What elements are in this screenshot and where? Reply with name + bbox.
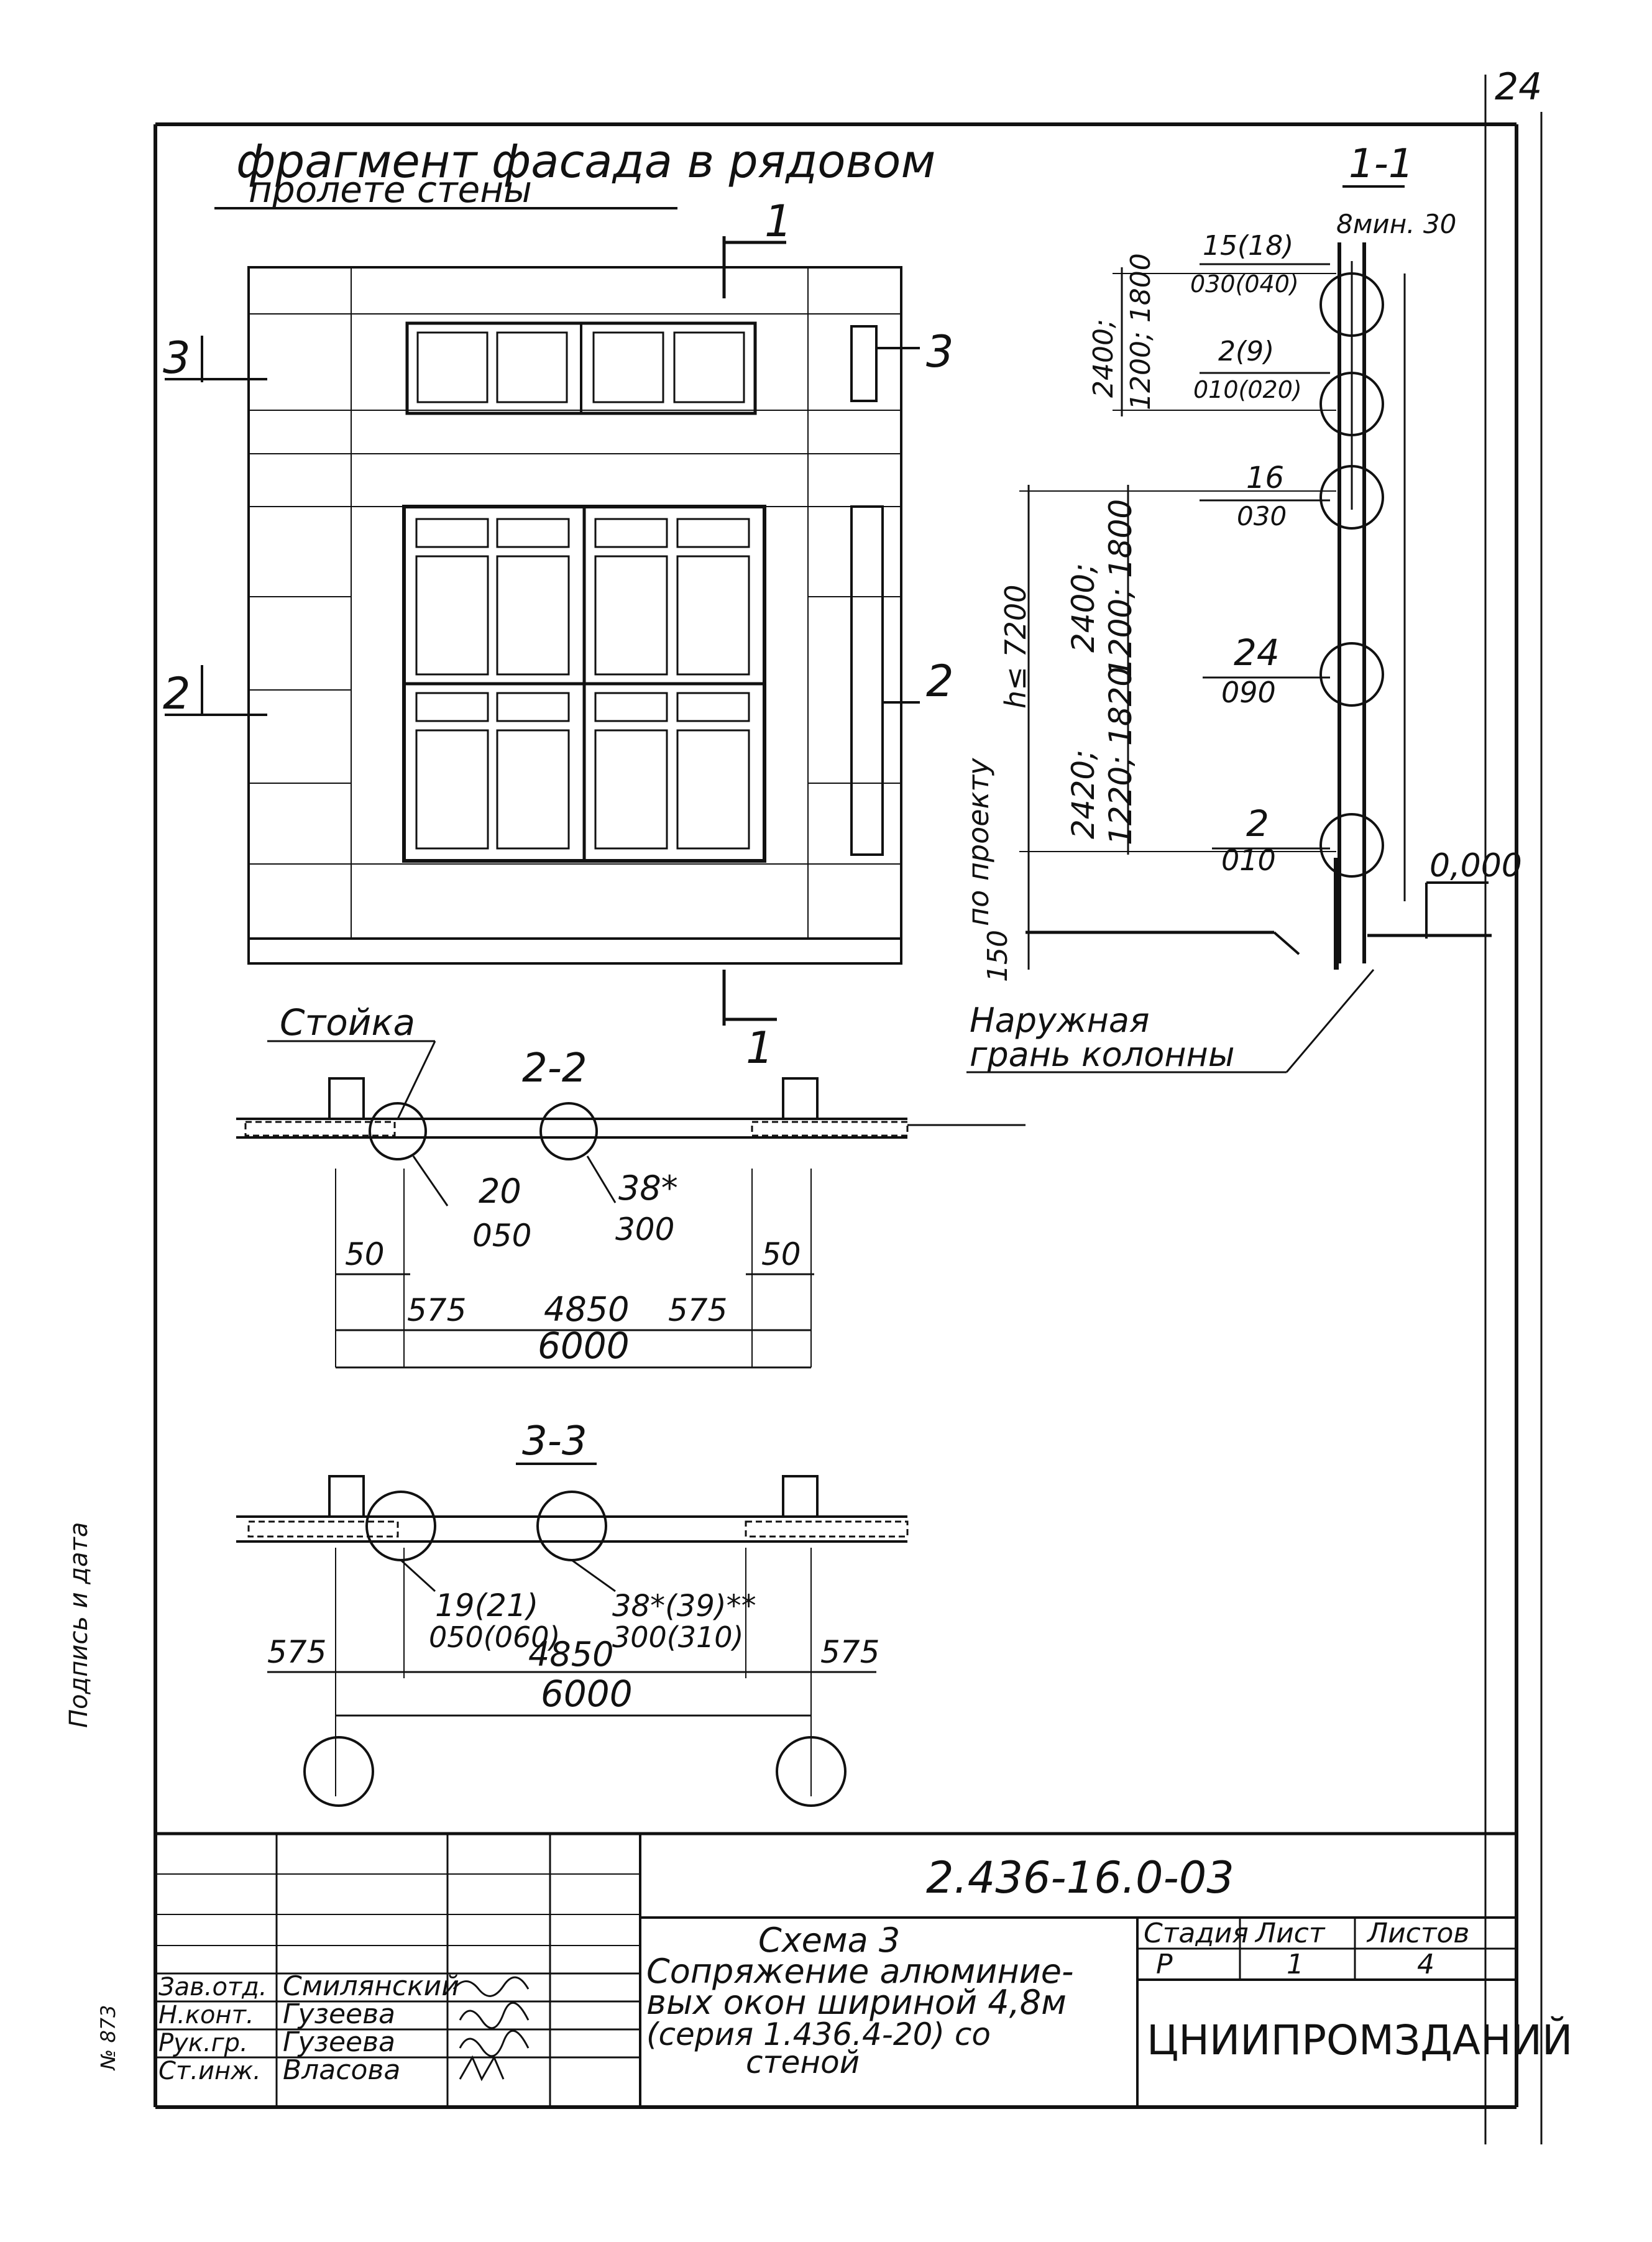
adjacent-window-upper <box>850 325 878 402</box>
title-line-1: Схема 3 <box>758 1921 900 1960</box>
vdim-1a: 2400; <box>1088 319 1119 398</box>
cut-markers <box>165 236 920 1026</box>
role-4: Ст.инж. <box>158 2057 261 2085</box>
organization: ЦНИИПРОМЗДАНИЙ <box>1147 2016 1572 2064</box>
vdim-3b: 1220; 1820 <box>1103 667 1139 845</box>
s22-node-b-num: 38* <box>618 1169 678 1208</box>
outer-face-label-2: грань колонны <box>970 1035 1235 1074</box>
title-line-5: стеной <box>746 2044 860 2080</box>
s33-dim-6000: 6000 <box>541 1673 633 1715</box>
dim-150: 150 <box>982 930 1014 982</box>
title-block-grid <box>155 1832 1517 2107</box>
node-1-1-a-num: 15(18) <box>1203 230 1293 262</box>
s33-node-b-num: 38*(39)** <box>612 1589 756 1624</box>
name-1: Смилянский <box>283 1970 459 2002</box>
node-1-1-a-den: 030(040) <box>1190 270 1299 298</box>
vdim-2a: 2400; <box>1065 563 1101 653</box>
col-sheets: Листов <box>1366 1918 1469 1949</box>
s22-dim-575-right: 575 <box>668 1292 727 1328</box>
s33-node-b-den: 300(310) <box>612 1620 744 1654</box>
node-1-1-e-num: 2 <box>1246 802 1269 845</box>
sheet-value: 1 <box>1287 1949 1304 1980</box>
name-4: Власова <box>283 2054 400 2086</box>
doc-code: 2.436-16.0-03 <box>926 1852 1234 1903</box>
col-sheet: Лист <box>1254 1918 1326 1949</box>
s22-node-a-num: 20 <box>479 1172 521 1211</box>
cut1-label-bottom: 1 <box>746 1022 774 1073</box>
s22-dim-4850: 4850 <box>544 1290 629 1329</box>
col-stage: Стадия <box>1144 1918 1249 1949</box>
zero-mark: 0,000 <box>1429 847 1522 884</box>
s33-dim-4850: 4850 <box>528 1635 613 1674</box>
cut2-label-right: 2 <box>926 656 954 707</box>
cut2-label-left: 2 <box>163 668 191 719</box>
side-stamp: Подпись и дата <box>65 1522 93 1728</box>
role-3: Рук.гр. <box>158 2029 248 2057</box>
name-2: Гузеева <box>283 1998 395 2030</box>
node-1-1-b-num: 2(9) <box>1218 336 1274 367</box>
s22-node-b-den: 300 <box>615 1211 674 1247</box>
s33-dim-575-right: 575 <box>820 1634 879 1670</box>
facade-fragment <box>247 266 902 965</box>
section-2-2-title: 2-2 <box>522 1045 587 1091</box>
upper-window <box>405 321 757 415</box>
title-line-3: вых окон шириной 4,8м <box>646 1983 1067 2022</box>
cut1-label-top: 1 <box>764 196 792 247</box>
plan-section-3-3 <box>236 1475 909 1807</box>
stoika-label: Стойка <box>280 1001 415 1044</box>
adjacent-window-lower <box>850 505 884 856</box>
role-1: Зав.отд. <box>158 1973 267 2001</box>
cut3-label-right: 3 <box>926 326 954 377</box>
node-1-1-e-den: 010 <box>1221 843 1276 877</box>
stage-value: Р <box>1156 1949 1173 1980</box>
vdim-3a: 2420; <box>1065 750 1101 839</box>
cut3-label-left: 3 <box>163 333 191 384</box>
title-line-4: (серия 1.436.4-20) со <box>646 2016 991 2052</box>
title-line-2: Сопряжение алюминие- <box>646 1952 1073 1991</box>
node-1-1-d-num: 24 <box>1234 632 1280 674</box>
inventory-number: № 873 <box>96 2005 120 2071</box>
s22-dim-575-left: 575 <box>407 1292 466 1328</box>
s33-node-a-num: 19(21) <box>435 1587 538 1624</box>
page-number: 24 <box>1495 65 1542 109</box>
node-1-1-b-den: 010(020) <box>1193 376 1302 403</box>
lower-window <box>402 505 766 863</box>
wall-section-1-1 <box>1019 242 1492 970</box>
role-2: Н.конт. <box>158 2001 254 2029</box>
outer-face-leader <box>1285 969 1375 1073</box>
facade-title-line2: пролете стены <box>249 168 532 211</box>
node-1-1-c-num: 16 <box>1246 461 1284 495</box>
h-limit: h≤ 7200 <box>999 585 1032 709</box>
node-1-1-c-den: 030 <box>1237 501 1287 531</box>
outer-face-label-1: Наружная <box>970 1001 1149 1040</box>
top-dims: 8мин. 30 <box>1336 209 1456 239</box>
section-3-3-title: 3-3 <box>522 1418 587 1464</box>
signatures <box>452 1976 530 2082</box>
node-1-1-d-den: 090 <box>1221 676 1276 709</box>
plan-section-2-2 <box>236 1077 1026 1369</box>
s33-dim-575-left: 575 <box>267 1634 326 1670</box>
section-1-1-title: 1-1 <box>1349 141 1414 187</box>
facade-title-line1: фрагмент фасада в рядовом <box>236 135 935 188</box>
s22-dim-6000: 6000 <box>538 1325 630 1367</box>
vdim-1b: 1200; 1800 <box>1125 253 1157 410</box>
vdim-2b: 1200; 1800 <box>1103 499 1139 678</box>
sheets-value: 4 <box>1417 1949 1434 1980</box>
name-3: Гузеева <box>283 2026 395 2058</box>
s33-node-a-den: 050(060) <box>429 1620 561 1654</box>
sheet-frame <box>154 75 1543 2144</box>
po-proektu: по проекту <box>961 758 995 926</box>
s22-dim-50-left: 50 <box>345 1236 385 1272</box>
s22-dim-50-right: 50 <box>761 1236 801 1272</box>
stoika-leader <box>397 1041 436 1119</box>
s22-node-a-den: 050 <box>472 1218 531 1254</box>
